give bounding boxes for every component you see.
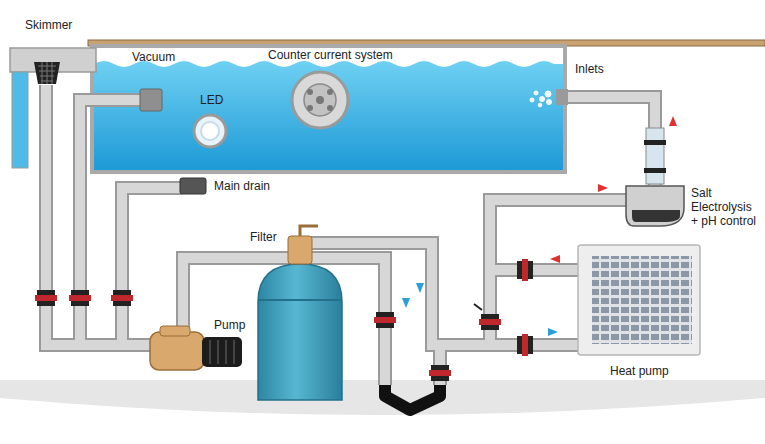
flow-arrow	[416, 283, 424, 293]
vacuum-fitting	[140, 89, 162, 111]
filter-tank	[258, 264, 342, 400]
part-label: Heat pump	[610, 364, 669, 378]
counter-current-unit	[292, 72, 348, 128]
part-label: Filter	[250, 230, 277, 244]
heat-pump-case	[578, 245, 700, 355]
pump-motor	[202, 337, 242, 367]
motor-fins	[210, 340, 234, 364]
flow-arrow	[550, 255, 560, 263]
jet	[316, 96, 324, 104]
skimmer-basket	[34, 62, 60, 84]
electrolysis-base	[632, 210, 680, 222]
flow-arrow	[402, 298, 410, 308]
main-drain-fitting	[180, 178, 206, 194]
ground	[0, 380, 765, 415]
basket-mesh	[38, 62, 56, 84]
flow-arrow	[598, 184, 608, 192]
cell-band	[644, 168, 666, 173]
pool-water	[94, 61, 563, 170]
valve-pointer	[474, 304, 482, 310]
jet	[327, 105, 333, 111]
pool-wall	[92, 46, 565, 172]
jet	[307, 89, 313, 95]
part-label: Inlets	[575, 62, 604, 76]
pipe-body	[46, 85, 655, 385]
part-label: Pump	[214, 318, 245, 332]
part-label: Vacuum	[132, 50, 175, 64]
jet	[327, 89, 333, 95]
cell-tube	[646, 128, 664, 184]
part-label: Counter current system	[268, 48, 393, 62]
heat-pump-grille	[592, 256, 692, 344]
inlet-fitting	[556, 89, 568, 105]
inlet-bubbles	[530, 91, 552, 107]
led-lens	[201, 122, 219, 140]
counter-current-face	[304, 84, 336, 116]
flow-arrow	[669, 116, 677, 126]
electrolysis-body	[626, 186, 684, 226]
cell-band	[644, 140, 666, 145]
pipe-outline	[46, 85, 655, 385]
led-light	[194, 115, 226, 147]
pump-body	[150, 332, 204, 370]
filter-valve	[288, 236, 312, 264]
part-label: Main drain	[214, 179, 270, 193]
jet	[307, 105, 313, 111]
part-label: Skimmer	[25, 18, 72, 32]
valve-handle	[300, 226, 318, 236]
pump-lid	[160, 326, 190, 336]
part-label: Salt Electrolysis + pH control	[691, 186, 761, 228]
flow-arrow	[548, 328, 558, 336]
filter-seam	[258, 299, 342, 301]
waste-drain	[385, 385, 440, 410]
valves	[35, 259, 533, 381]
part-label: LED	[200, 93, 223, 107]
skimmer-column	[12, 72, 28, 168]
